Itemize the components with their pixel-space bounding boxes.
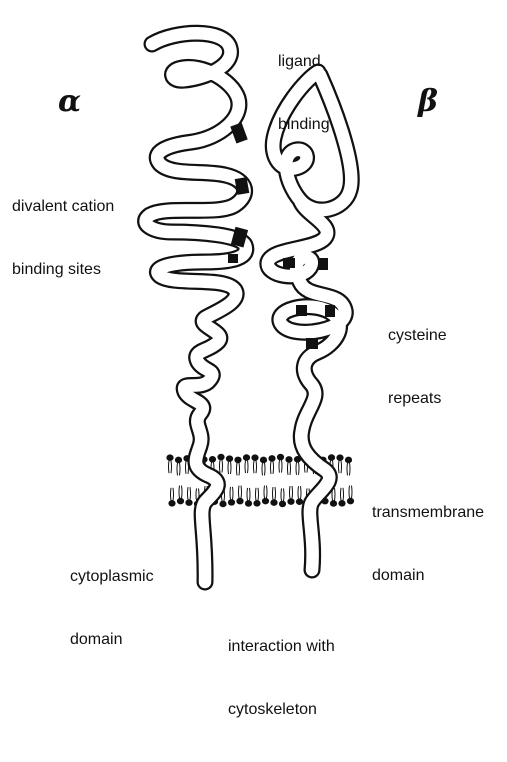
lipid-head-outer: [166, 454, 173, 473]
lipid-head-inner: [168, 488, 175, 507]
lipid-head-inner: [279, 488, 286, 507]
lipid-head-inner: [236, 486, 243, 505]
cytoskeleton-label: interaction with cytoskeleton: [228, 594, 335, 762]
lipid-head-outer: [294, 456, 301, 475]
lipid-head-outer: [277, 454, 284, 473]
lipid-head-inner: [228, 487, 235, 506]
lipid-head-outer: [175, 457, 182, 476]
lipid-head-inner: [270, 487, 277, 506]
beta-subunit-label: β: [418, 84, 438, 119]
lipid-head-outer: [251, 454, 258, 473]
integrin-diagram: α β ligand binding divalent cation bindi…: [0, 0, 507, 639]
lipid-head-inner: [296, 486, 303, 505]
cytoplasmic-label: cytoplasmic domain: [70, 524, 154, 692]
lipid-head-outer: [345, 457, 352, 476]
lipid-head-inner: [347, 486, 354, 505]
lipid-head-inner: [185, 487, 192, 506]
lipid-head-outer: [285, 456, 292, 475]
ligand-binding-label: ligand binding: [278, 9, 330, 177]
lipid-head-outer: [217, 454, 224, 473]
transmembrane-label: transmembrane domain: [372, 460, 484, 628]
lipid-head-outer: [226, 455, 233, 474]
lipid-head-outer: [268, 455, 275, 474]
alpha-subunit-chain: [146, 33, 250, 582]
lipid-head-outer: [336, 454, 343, 473]
alpha-subunit-label: α: [58, 84, 81, 119]
lipid-head-inner: [253, 488, 260, 507]
lipid-head-inner: [338, 488, 345, 507]
lipid-head-inner: [262, 486, 269, 505]
lipid-head-outer: [234, 457, 241, 476]
divalent-cation-label: divalent cation binding sites: [12, 154, 114, 322]
lipid-head-inner: [177, 486, 184, 505]
lipid-head-inner: [245, 488, 252, 507]
lipid-head-outer: [243, 454, 250, 473]
lipid-head-inner: [287, 486, 294, 505]
cysteine-repeats-label: cysteine repeats: [388, 283, 447, 451]
lipid-head-outer: [260, 457, 267, 476]
